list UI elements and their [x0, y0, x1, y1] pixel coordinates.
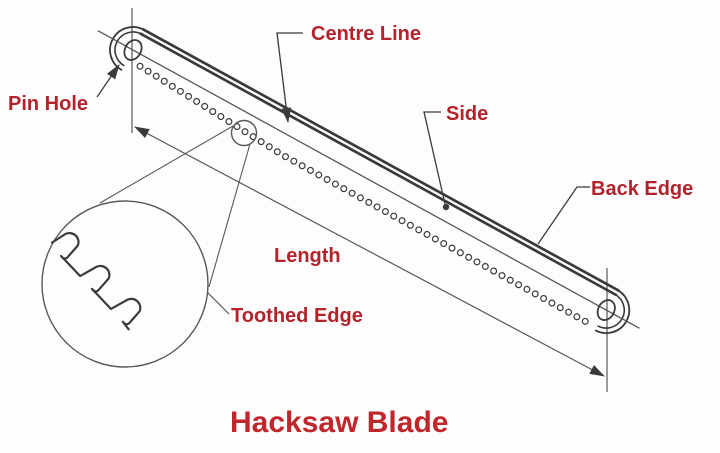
- side-leader-dot: [442, 203, 450, 211]
- leader-lines: [96, 32, 590, 315]
- pin-hole-right-circle: [596, 299, 616, 321]
- magnifier-source-circle: [230, 119, 258, 147]
- leader-centre-line: [276, 32, 303, 123]
- label-side: Side: [446, 103, 489, 125]
- label-toothed-edge: Toothed Edge: [231, 305, 363, 327]
- teeth-chain: [136, 62, 589, 325]
- leader-toothed-edge: [206, 291, 230, 315]
- label-back-edge: Back Edge: [591, 178, 694, 200]
- leader-side: [423, 111, 446, 205]
- back-edge-line-inner: [139, 32, 618, 297]
- magnifier-tangent-lower: [208, 143, 251, 288]
- page-title: Hacksaw Blade: [230, 406, 449, 439]
- magnified-teeth-path: [50, 231, 142, 331]
- leader-back-edge: [537, 186, 590, 245]
- dimension-line: [134, 126, 605, 377]
- tooth-detail-magnifier: [41, 119, 258, 368]
- blade-centre-line: [97, 30, 640, 329]
- back-edge-line-outer: [141, 27, 620, 293]
- blade-group: [97, 26, 640, 334]
- magnifier-tangent-upper: [99, 125, 234, 204]
- label-length: Length: [274, 245, 341, 267]
- leader-pin-hole: [96, 64, 120, 98]
- label-pin-hole: Pin Hole: [8, 93, 89, 115]
- magnifier-circle: [41, 200, 209, 368]
- label-centre-line: Centre Line: [311, 23, 422, 45]
- pin-hole-left-circle: [123, 39, 143, 61]
